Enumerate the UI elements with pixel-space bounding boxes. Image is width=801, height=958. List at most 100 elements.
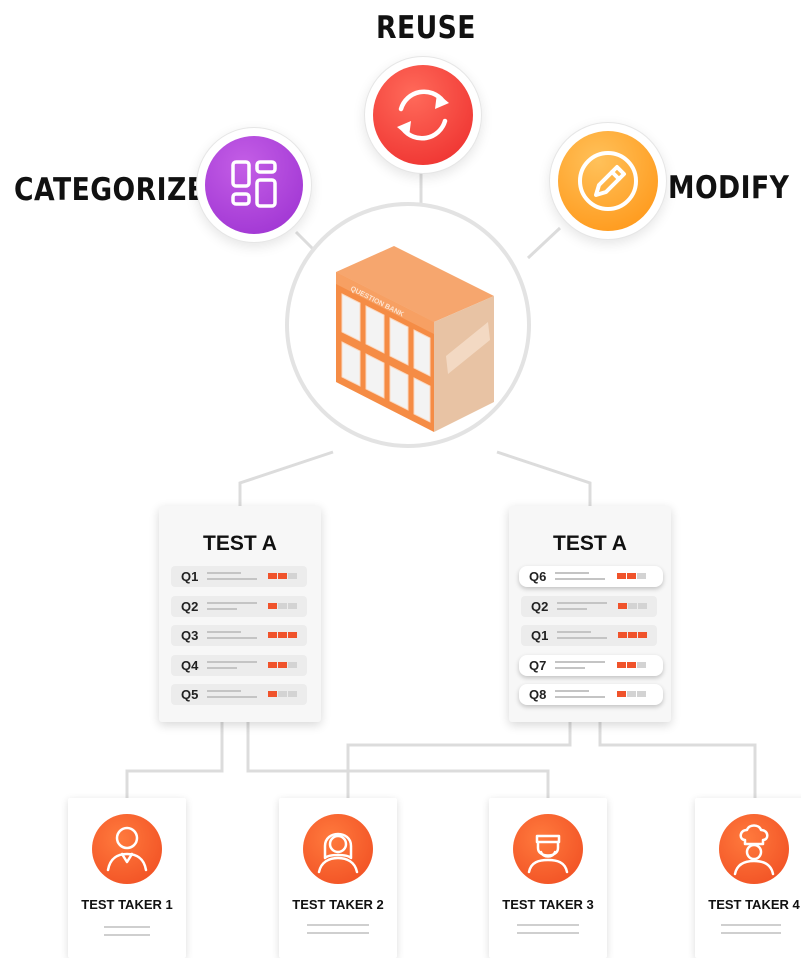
placeholder-line bbox=[207, 572, 241, 574]
question-label: Q8 bbox=[529, 687, 547, 702]
difficulty-segment bbox=[627, 691, 636, 697]
difficulty-bars bbox=[618, 602, 647, 609]
difficulty-segment bbox=[288, 661, 297, 668]
chef-avatar-icon bbox=[719, 814, 789, 884]
question-row[interactable]: Q2 bbox=[521, 595, 657, 617]
question-row[interactable]: Q7 bbox=[519, 654, 663, 676]
question-row[interactable]: Q6 bbox=[519, 566, 663, 587]
placeholder-line bbox=[555, 696, 605, 698]
pencil-icon bbox=[578, 151, 638, 211]
placeholder-line bbox=[517, 924, 579, 926]
placeholder-line bbox=[557, 601, 607, 604]
question-row[interactable]: Q1 bbox=[521, 625, 657, 646]
difficulty-segment bbox=[628, 632, 637, 638]
placeholder-line bbox=[721, 924, 781, 926]
question-row[interactable]: Q3 bbox=[171, 625, 307, 646]
question-label: Q1 bbox=[531, 628, 549, 643]
test-taker-name: TEST TAKER 3 bbox=[502, 897, 594, 912]
difficulty-segment bbox=[268, 661, 277, 668]
modify-badge bbox=[549, 122, 667, 240]
placeholder-line bbox=[307, 924, 369, 926]
difficulty-segment bbox=[617, 691, 626, 697]
placeholder-line bbox=[207, 666, 237, 669]
difficulty-segment bbox=[628, 602, 637, 609]
question-label: Q6 bbox=[529, 569, 547, 584]
difficulty-bars bbox=[268, 661, 297, 668]
difficulty-bars bbox=[617, 573, 646, 579]
test-taker-name: TEST TAKER 2 bbox=[292, 897, 384, 912]
difficulty-segment bbox=[268, 691, 277, 697]
reuse-label: REUSE bbox=[376, 10, 476, 46]
categorize-label: CATEGORIZE bbox=[14, 172, 206, 208]
placeholder-line bbox=[207, 607, 237, 610]
difficulty-segment bbox=[627, 661, 636, 668]
difficulty-segment bbox=[617, 573, 626, 579]
test-title: TEST A bbox=[203, 532, 277, 555]
placeholder-line bbox=[555, 666, 585, 669]
categorize-badge bbox=[196, 127, 312, 243]
difficulty-segment bbox=[637, 573, 646, 579]
difficulty-segment bbox=[268, 573, 277, 579]
placeholder-line bbox=[207, 631, 241, 633]
placeholder-line bbox=[207, 696, 257, 698]
test-taker-card-4[interactable]: TEST TAKER 4 bbox=[695, 798, 801, 958]
test-taker-card-1[interactable]: TEST TAKER 1 bbox=[68, 798, 186, 958]
question-row[interactable]: Q1 bbox=[171, 566, 307, 587]
placeholder-line bbox=[104, 934, 150, 936]
test-taker-card-3[interactable]: TEST TAKER 3 bbox=[489, 798, 607, 958]
placeholder-line bbox=[207, 601, 257, 604]
question-label: Q2 bbox=[181, 598, 199, 614]
difficulty-bars bbox=[268, 602, 297, 609]
refresh-icon bbox=[397, 89, 449, 141]
difficulty-segment bbox=[637, 661, 646, 668]
difficulty-bars bbox=[268, 691, 297, 697]
placeholder-line bbox=[207, 637, 257, 639]
placeholder-line bbox=[555, 690, 589, 692]
placeholder-line bbox=[104, 926, 150, 928]
test-title: TEST A bbox=[553, 532, 627, 555]
difficulty-bars bbox=[617, 661, 646, 668]
difficulty-segment bbox=[278, 573, 287, 579]
reuse-badge bbox=[364, 56, 482, 174]
question-row[interactable]: Q2 bbox=[171, 595, 307, 617]
modify-label: MODIFY bbox=[668, 170, 790, 206]
placeholder-line bbox=[207, 578, 257, 580]
question-label: Q4 bbox=[181, 657, 199, 673]
test-taker-name: TEST TAKER 4 bbox=[708, 897, 800, 912]
difficulty-bars bbox=[268, 632, 297, 638]
difficulty-bars bbox=[617, 691, 646, 697]
placeholder-line bbox=[557, 637, 607, 639]
question-label: Q5 bbox=[181, 687, 199, 702]
difficulty-segment bbox=[288, 691, 297, 697]
question-bank-building-icon: QUESTION BANK bbox=[336, 246, 494, 432]
test-taker-name: TEST TAKER 1 bbox=[81, 897, 173, 912]
placeholder-line bbox=[557, 631, 591, 633]
difficulty-segment bbox=[268, 602, 277, 609]
placeholder-line bbox=[721, 932, 781, 934]
difficulty-segment bbox=[288, 632, 297, 638]
difficulty-segment bbox=[288, 602, 297, 609]
layout-grid-icon bbox=[231, 160, 277, 208]
difficulty-segment bbox=[618, 632, 627, 638]
question-label: Q1 bbox=[181, 569, 199, 584]
difficulty-segment bbox=[268, 632, 277, 638]
difficulty-bars bbox=[268, 573, 297, 579]
question-row[interactable]: Q5 bbox=[171, 684, 307, 705]
question-row[interactable]: Q4 bbox=[171, 654, 307, 676]
bearded-man-avatar-icon bbox=[513, 814, 583, 884]
difficulty-segment bbox=[278, 661, 287, 668]
difficulty-bars bbox=[618, 632, 647, 638]
difficulty-segment bbox=[618, 602, 627, 609]
question-row[interactable]: Q8 bbox=[519, 684, 663, 705]
placeholder-line bbox=[555, 660, 605, 663]
difficulty-segment bbox=[638, 602, 647, 609]
question-label: Q3 bbox=[181, 628, 199, 643]
placeholder-line bbox=[555, 572, 589, 574]
test-taker-card-2[interactable]: TEST TAKER 2 bbox=[279, 798, 397, 958]
difficulty-segment bbox=[278, 632, 287, 638]
placeholder-line bbox=[207, 660, 257, 663]
man-avatar-icon bbox=[92, 814, 162, 884]
